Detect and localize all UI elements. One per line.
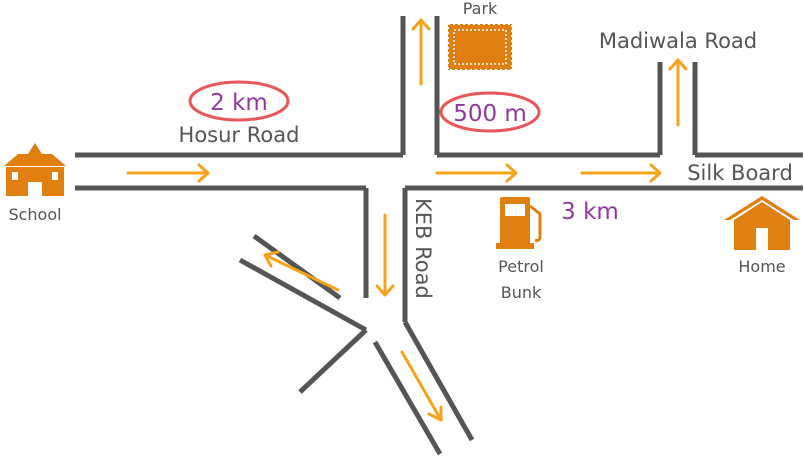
arrow-north-park	[411, 18, 431, 86]
school-icon	[4, 143, 66, 196]
diagonal-road-upper-left-a	[252, 233, 342, 301]
diagonal-road-lower-left	[298, 328, 368, 394]
home-icon	[724, 196, 800, 250]
roads	[75, 16, 803, 456]
distance-label-park-segment: 500 m	[453, 101, 527, 127]
place-label-school: School	[8, 205, 61, 224]
distance-highlight-ring-500m	[439, 91, 541, 133]
arrow-southeast-diagonal	[400, 350, 443, 422]
arrow-east-silk-board-2	[580, 163, 662, 183]
diagonal-road-upper-left-b	[238, 257, 368, 333]
arrow-north-madiwala	[668, 58, 688, 127]
distance-highlight-ring-2km	[188, 80, 290, 122]
distance-label-hosur: 2 km	[210, 90, 268, 116]
diagonal-road-lower-right-a	[372, 340, 443, 456]
place-label-petrol-bunk-line2: Bunk	[501, 283, 542, 302]
arrow-northwest-diagonal	[263, 250, 340, 292]
arrow-south-keb	[375, 213, 395, 297]
road-label-hosur: Hosur Road	[179, 123, 300, 147]
route-arrows	[126, 18, 688, 422]
road-label-silk-board: Silk Board	[687, 161, 793, 185]
petrol-pump-icon	[496, 197, 542, 249]
diagonal-road-lower-right-b	[402, 320, 475, 442]
road-label-keb: KEB Road	[411, 198, 435, 299]
park-icon	[447, 23, 513, 71]
road-label-madiwala: Madiwala Road	[599, 29, 757, 53]
place-label-petrol-bunk-line1: Petrol	[498, 257, 544, 276]
arrow-east-hosur	[126, 163, 210, 183]
distance-label-silk-board: 3 km	[561, 199, 619, 225]
place-label-park: Park	[463, 0, 498, 18]
arrow-east-silk-board-1	[435, 163, 518, 183]
place-label-home: Home	[738, 257, 785, 276]
